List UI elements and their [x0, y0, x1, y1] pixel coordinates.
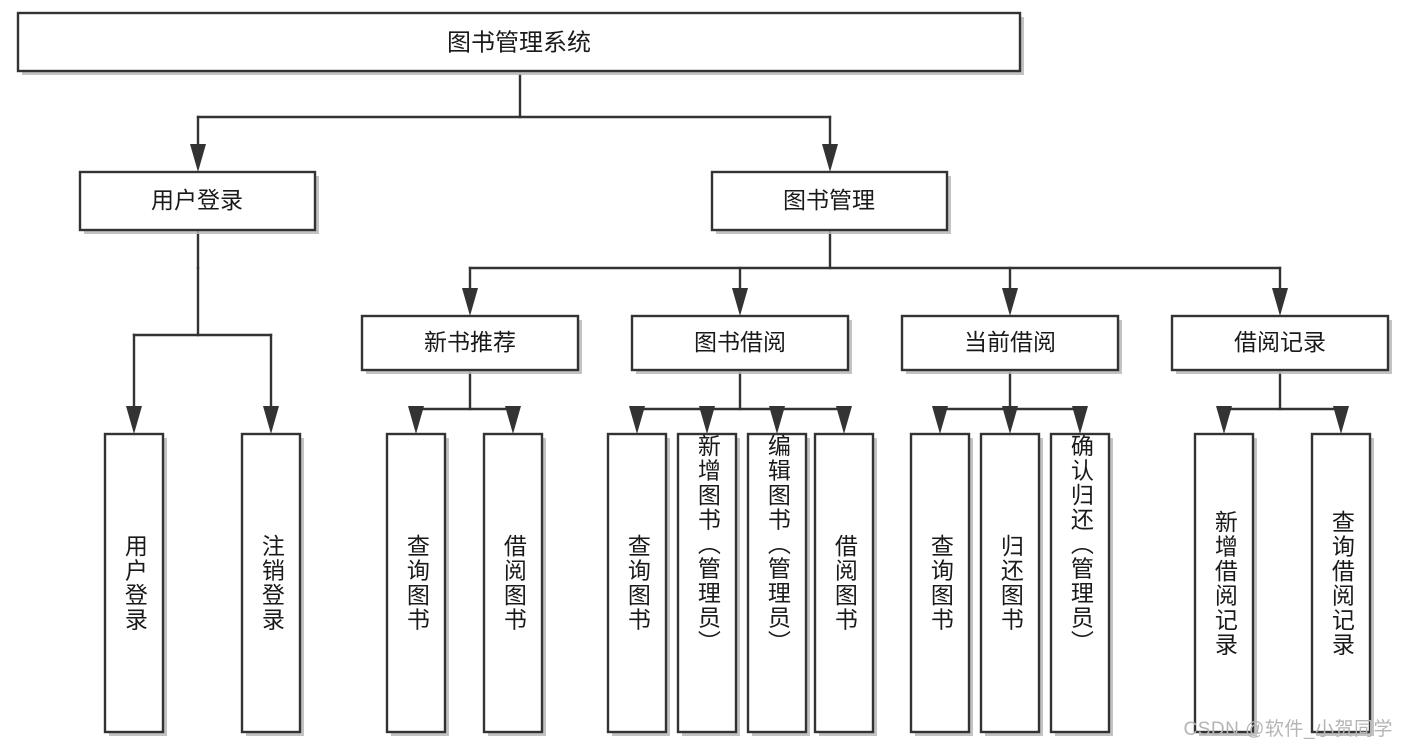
- arrow-leaf-query-book-3: [932, 406, 948, 434]
- arrow-user-login: [190, 144, 206, 172]
- node-leaf-confirm-return[interactable]: [1049, 432, 1111, 734]
- node-borrow-record-label: 借阅记录: [1234, 329, 1326, 355]
- node-current-borrow-label: 当前借阅: [964, 329, 1056, 355]
- arrow-leaf-edit-book: [769, 406, 785, 434]
- node-leaf-user-login[interactable]: [103, 432, 165, 734]
- node-leaf-borrow-book-2[interactable]: [813, 432, 875, 734]
- arrow-book-manage: [822, 144, 838, 172]
- arrow-current-borrow: [1002, 288, 1018, 316]
- node-user-login[interactable]: [78, 170, 317, 232]
- arrow-leaf-user-login: [126, 406, 142, 434]
- arrow-leaf-return-book: [1002, 406, 1018, 434]
- node-leaf-query-book-2[interactable]: [606, 432, 668, 734]
- node-leaf-query-record[interactable]: [1310, 432, 1372, 734]
- arrow-leaf-query-book-2: [629, 406, 645, 434]
- node-leaf-query-book-1[interactable]: [385, 432, 447, 734]
- node-leaf-logout-login[interactable]: [240, 432, 302, 734]
- arrow-leaf-query-book-1: [408, 406, 424, 434]
- arrow-leaf-borrow-book-1: [505, 406, 521, 434]
- node-book-borrow-label: 图书借阅: [694, 329, 786, 355]
- node-book-manage-label: 图书管理: [783, 187, 875, 213]
- node-leaf-borrow-book-1[interactable]: [482, 432, 544, 734]
- node-leaf-add-record[interactable]: [1193, 432, 1255, 734]
- arrow-new-book-rec: [462, 288, 478, 316]
- node-new-book-rec[interactable]: [360, 314, 580, 372]
- node-book-manage[interactable]: [710, 170, 949, 232]
- node-layer: 图书管理系统 用户登录 图书管理 新书推荐 图书借阅 当前借阅 借阅记录: [16, 11, 1392, 736]
- arrow-book-borrow: [732, 288, 748, 316]
- node-leaf-add-book[interactable]: [676, 432, 738, 734]
- node-root-label: 图书管理系统: [447, 29, 591, 56]
- arrow-leaf-add-book: [699, 406, 715, 434]
- node-leaf-query-book-3[interactable]: [909, 432, 971, 734]
- node-root[interactable]: [16, 11, 1022, 73]
- arrow-leaf-logout-login: [263, 406, 279, 434]
- connector-layer: [126, 73, 1349, 434]
- arrow-leaf-add-record: [1216, 406, 1232, 434]
- csdn-watermark: CSDN @软件_小贺同学: [1183, 719, 1393, 740]
- arrow-borrow-record: [1272, 288, 1288, 316]
- node-leaf-edit-book[interactable]: [746, 432, 808, 734]
- arrow-leaf-confirm-return: [1072, 406, 1088, 434]
- node-user-login-label: 用户登录: [151, 187, 243, 213]
- node-new-book-rec-label: 新书推荐: [424, 329, 516, 355]
- node-leaf-return-book[interactable]: [979, 432, 1041, 734]
- arrow-leaf-query-record: [1333, 406, 1349, 434]
- arrow-leaf-borrow-book-2: [836, 406, 852, 434]
- node-book-borrow[interactable]: [630, 314, 850, 372]
- node-borrow-record[interactable]: [1170, 314, 1390, 372]
- node-current-borrow[interactable]: [900, 314, 1120, 372]
